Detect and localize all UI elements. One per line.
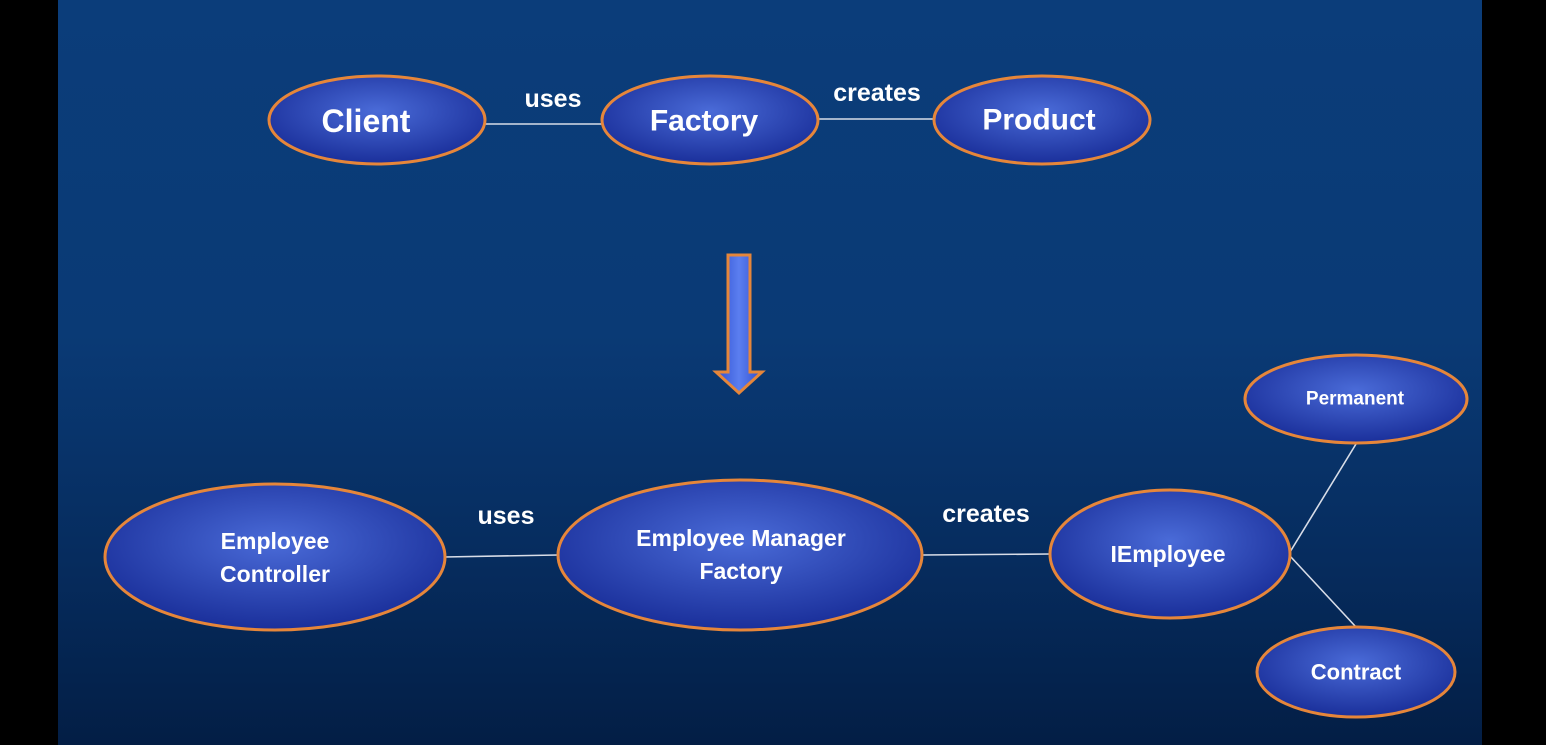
slide-background: Client Factory Product uses creates Empl… bbox=[58, 0, 1482, 745]
edge-label-creates-bottom: creates bbox=[942, 500, 1030, 528]
node-employee-manager-factory[interactable]: Employee Manager Factory bbox=[556, 478, 924, 632]
node-employee-controller[interactable]: Employee Controller bbox=[103, 482, 447, 632]
edge-iemployee-contract bbox=[1289, 555, 1357, 628]
node-iemployee-label: IEmployee bbox=[1110, 541, 1225, 567]
node-client-label: Client bbox=[322, 103, 411, 139]
edge-label-creates-top: creates bbox=[833, 79, 921, 107]
edge-label-uses-top: uses bbox=[525, 85, 582, 113]
node-factory[interactable]: Factory bbox=[600, 74, 820, 166]
node-contract-label: Contract bbox=[1311, 660, 1402, 685]
node-iemployee[interactable]: IEmployee bbox=[1048, 488, 1292, 620]
node-employee-manager-factory-label-line1: Employee Manager bbox=[636, 525, 846, 551]
node-employee-controller-label-line1: Employee bbox=[221, 528, 330, 554]
edge-controller-manager bbox=[443, 554, 559, 558]
node-permanent[interactable]: Permanent bbox=[1243, 353, 1469, 445]
factory-pattern-diagram: Client Factory Product uses creates Empl… bbox=[103, 74, 1469, 719]
node-contract[interactable]: Contract bbox=[1255, 625, 1457, 719]
edge-iemployee-permanent bbox=[1289, 443, 1357, 553]
node-client[interactable]: Client bbox=[267, 74, 487, 166]
edge-manager-iemployee bbox=[922, 553, 1051, 556]
transform-down-arrow-icon bbox=[712, 253, 766, 396]
edge-label-uses-bottom: uses bbox=[478, 502, 535, 530]
node-employee-manager-factory-label-line2: Factory bbox=[699, 558, 782, 584]
node-factory-label: Factory bbox=[650, 105, 759, 138]
node-permanent-label: Permanent bbox=[1306, 389, 1405, 410]
node-product[interactable]: Product bbox=[932, 74, 1152, 166]
node-employee-controller-label-line2: Controller bbox=[220, 561, 330, 587]
node-product-label: Product bbox=[982, 104, 1095, 137]
